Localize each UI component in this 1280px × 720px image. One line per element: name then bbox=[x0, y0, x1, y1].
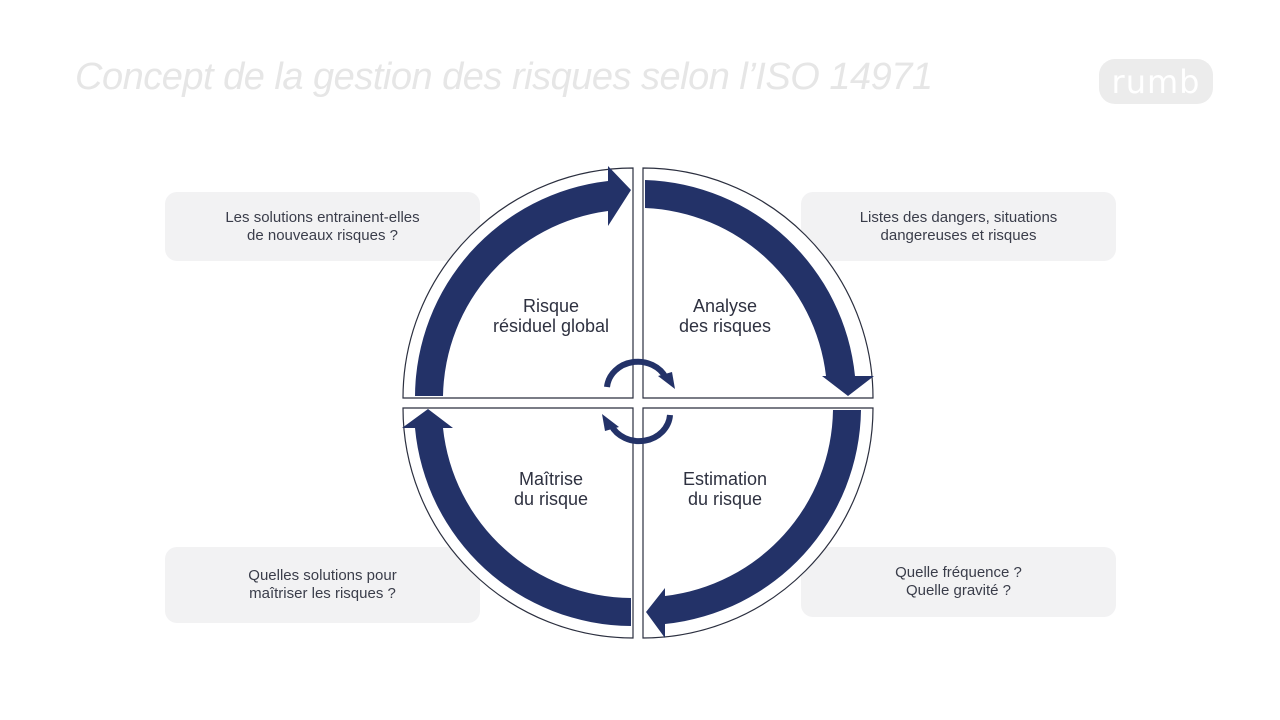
arrow-top-left-icon bbox=[415, 166, 631, 396]
center-arrow-top-icon bbox=[604, 358, 669, 388]
label-risk-analysis: Analyse des risques bbox=[678, 296, 772, 336]
note-bottom-left-text: Quelles solutions pour maîtriser les ris… bbox=[248, 567, 397, 602]
note-top-left-text: Les solutions entrainent-elles de nouvea… bbox=[225, 208, 420, 244]
rumb-logo: rumb bbox=[1099, 59, 1213, 104]
page-title: Concept de la gestion des risques selon … bbox=[75, 56, 933, 98]
quadrant-top-right bbox=[642, 167, 874, 399]
note-top-left: Les solutions entrainent-elles de nouvea… bbox=[165, 192, 480, 261]
arrow-bottom-right-icon bbox=[646, 410, 861, 638]
quadrant-top-left bbox=[402, 167, 634, 399]
note-bottom-right: Quelle fréquence ? Quelle gravité ? bbox=[801, 547, 1116, 617]
note-top-right-text: Listes des dangers, situations dangereus… bbox=[859, 208, 1058, 244]
arrow-top-right-icon bbox=[645, 180, 874, 396]
center-arrow-bottom-icon bbox=[608, 414, 673, 445]
quadrant-bottom-right bbox=[642, 407, 874, 639]
note-top-right: Listes des dangers, situations dangereus… bbox=[801, 192, 1116, 261]
label-risk-estimation: Estimation du risque bbox=[682, 469, 768, 509]
note-bottom-right-text: Quelle fréquence ? Quelle gravité ? bbox=[895, 564, 1022, 599]
label-residual-risk: Risque résiduel global bbox=[492, 296, 610, 336]
label-risk-control: Maîtrise du risque bbox=[513, 469, 589, 509]
quadrant-bottom-left bbox=[402, 407, 634, 639]
arrow-bottom-left-icon bbox=[402, 409, 631, 626]
note-bottom-left: Quelles solutions pour maîtriser les ris… bbox=[165, 547, 480, 623]
